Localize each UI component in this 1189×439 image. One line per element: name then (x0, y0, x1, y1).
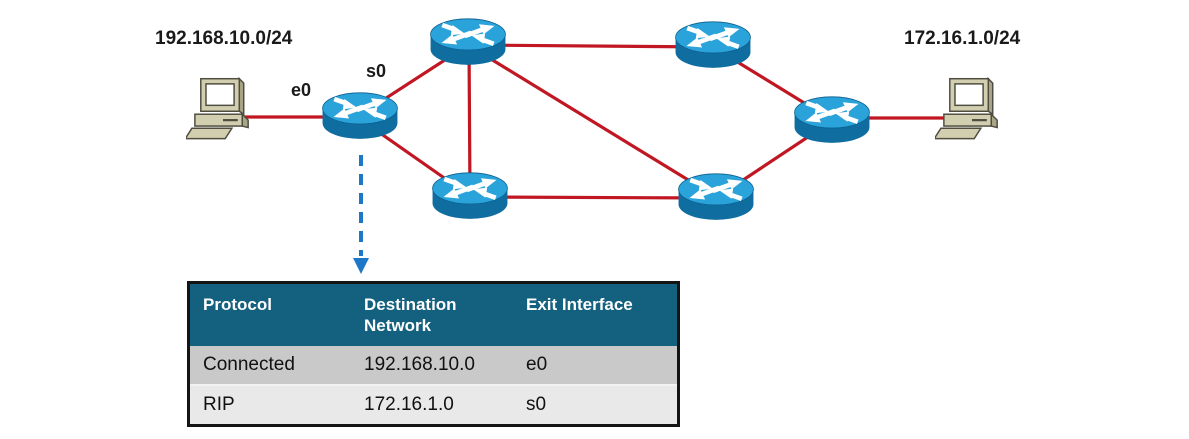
edge-router-left (321, 91, 399, 143)
interface-s0-label: s0 (366, 61, 387, 81)
top-left-router (429, 17, 507, 69)
link-top-left-to-bottom-left-router (467, 43, 472, 197)
link-top-left-to-bottom-right-router (467, 43, 717, 199)
left-network-label: 192.168.10.0/24 (155, 28, 293, 49)
cisco-router-icon (429, 17, 507, 69)
cisco-router-icon (321, 91, 399, 143)
cell-protocol: RIP (203, 393, 235, 415)
table-row: Connected 192.168.10.0 e0 (190, 345, 677, 386)
left-workstation (186, 75, 260, 149)
right-network-label: 172.16.1.0/24 (904, 28, 1021, 49)
edge-router-right (793, 95, 871, 147)
cell-exit-interface: s0 (526, 393, 547, 415)
top-right-router (674, 20, 752, 72)
routing-table-header: Protocol Destination Network Exit Interf… (190, 284, 677, 346)
cisco-router-icon (793, 95, 871, 147)
workstation-icon (186, 75, 260, 149)
table-row: RIP 172.16.1.0 s0 (190, 385, 677, 424)
link-top-left-to-top-right-router (467, 43, 714, 49)
cell-exit-interface: e0 (526, 353, 548, 375)
dashed-down-arrow-icon (353, 155, 369, 274)
right-workstation (935, 75, 1009, 149)
link-bottom-left-to-bottom-right-router (469, 195, 717, 200)
cell-destination-network: 172.16.1.0 (364, 393, 454, 415)
cisco-router-icon (677, 172, 755, 224)
workstation-icon (935, 75, 1009, 149)
cell-destination-network: 192.168.10.0 (364, 353, 475, 375)
column-header-protocol: Protocol (203, 295, 272, 314)
interface-e0-label: e0 (291, 80, 312, 100)
cisco-router-icon (431, 171, 509, 223)
cisco-router-icon (674, 20, 752, 72)
bottom-right-router (677, 172, 755, 224)
column-header-exit-interface: Exit Interface (526, 295, 633, 314)
routing-table: Protocol Destination Network Exit Interf… (187, 281, 680, 427)
column-header-destination-network: Destination Network (364, 295, 457, 336)
cell-protocol: Connected (203, 353, 295, 375)
bottom-left-router (431, 171, 509, 223)
